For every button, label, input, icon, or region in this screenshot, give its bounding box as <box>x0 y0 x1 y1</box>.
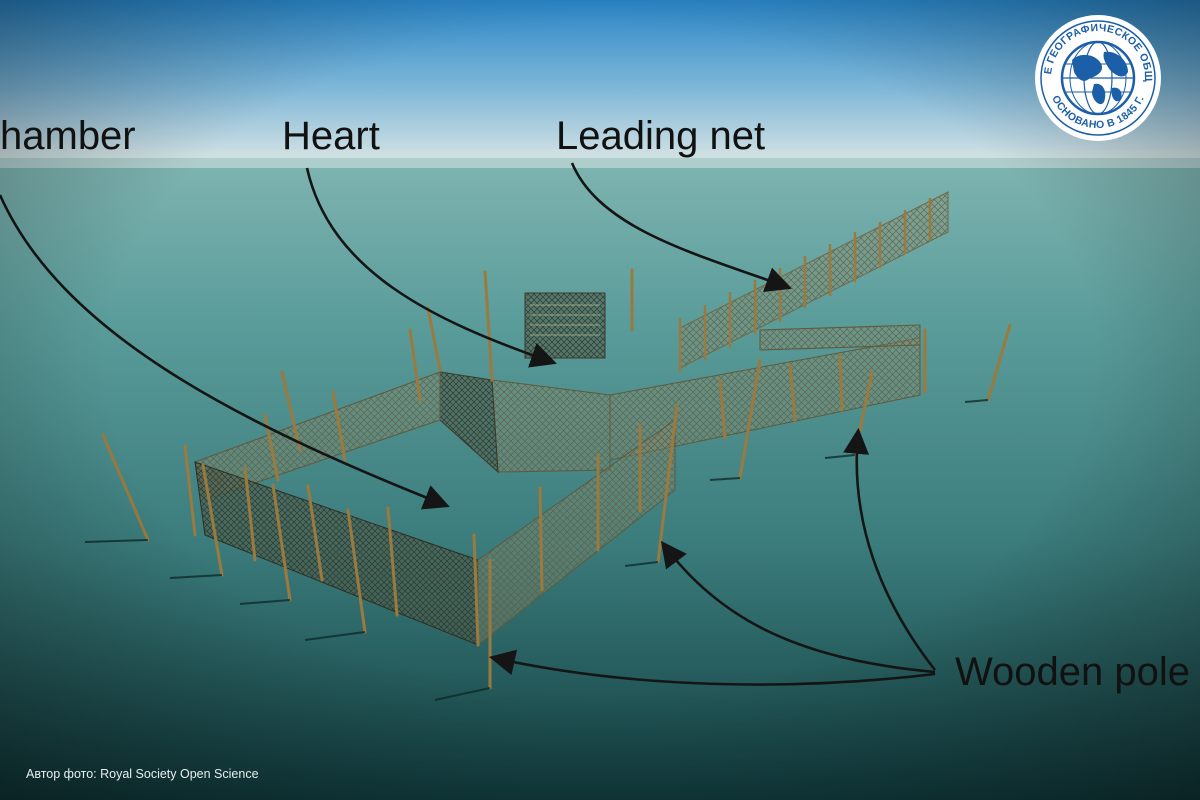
label-heart: Heart <box>282 116 380 156</box>
rgo-seal-logo: РУССКОЕ ГЕОГРАФИЧЕСКОЕ ОБЩЕСТВО ОСНОВАНО… <box>1035 15 1161 141</box>
label-wooden-poles: Wooden pole <box>955 652 1190 692</box>
photo-credit: Автор фото: Royal Society Open Science <box>26 767 259 781</box>
label-leading-net: Leading net <box>556 116 765 156</box>
label-chamber: hamber <box>0 116 136 156</box>
